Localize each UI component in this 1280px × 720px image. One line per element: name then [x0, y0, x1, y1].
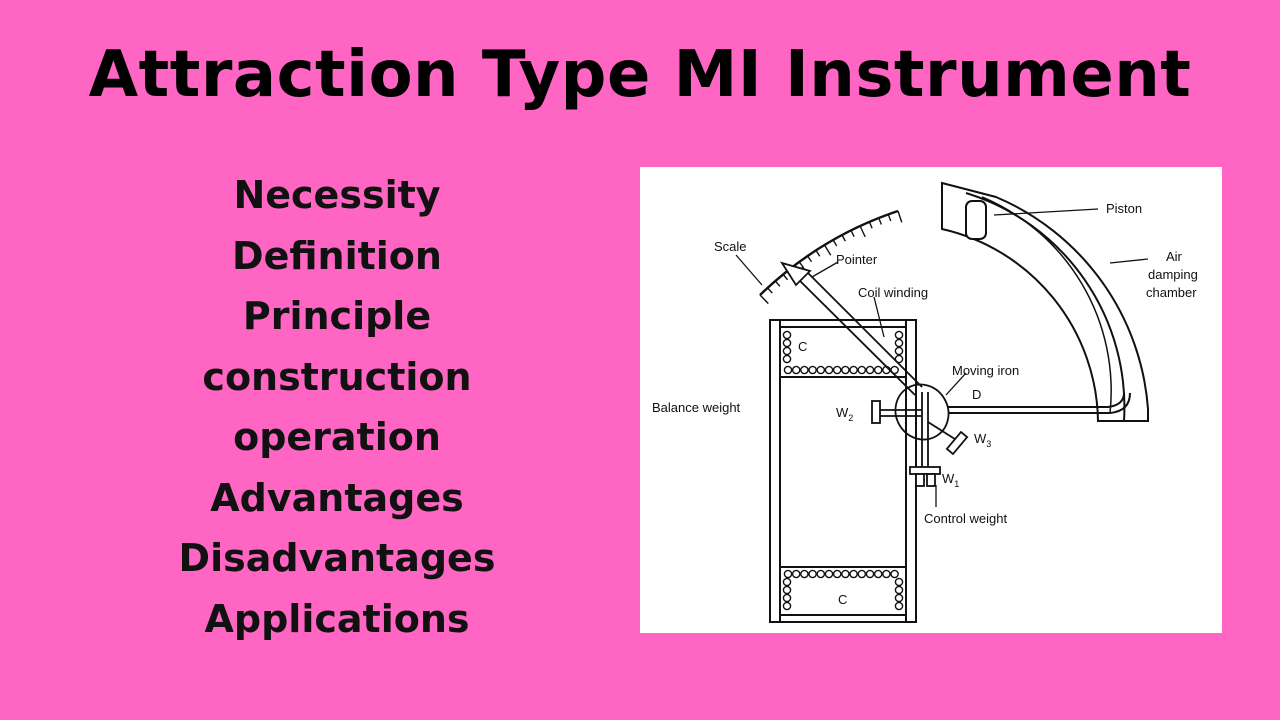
- label-control-weight: Control weight: [924, 511, 1007, 526]
- top-coil-winding: [782, 330, 904, 375]
- label-c-top: C: [798, 339, 807, 354]
- bottom-coil-box: [779, 566, 907, 616]
- left-frame-post: [769, 319, 781, 623]
- topic-item: construction: [202, 354, 472, 399]
- topic-item: operation: [233, 415, 441, 459]
- topic-item: Principle: [242, 294, 432, 338]
- topic-item: Applications: [204, 596, 470, 641]
- bottom-coil-winding: [782, 569, 904, 611]
- pointer: [779, 261, 923, 396]
- w2-weight: [871, 400, 922, 424]
- label-chamber: chamber: [1146, 285, 1197, 300]
- label-w1: W1: [942, 471, 959, 489]
- label-damping: damping: [1148, 267, 1198, 282]
- page-title: Attraction Type MI Instrument: [88, 38, 1192, 112]
- w3-weight: [927, 421, 969, 456]
- piston: [965, 200, 987, 240]
- label-balance-weight: Balance weight: [652, 400, 741, 415]
- topic-item: Disadvantages: [178, 536, 496, 580]
- topic-item: Definition: [232, 233, 442, 278]
- label-air: Air: [1166, 249, 1183, 264]
- label-moving-iron: Moving iron: [952, 363, 1019, 378]
- diagram-svg: Scale Pointer Coil winding Piston Air da…: [652, 181, 1198, 623]
- label-pointer: Pointer: [836, 252, 878, 267]
- top-coil-box: [779, 326, 907, 378]
- moving-iron-disc: [894, 383, 950, 441]
- label-d: D: [972, 387, 981, 402]
- leader-lines: [735, 208, 1149, 507]
- label-scale: Scale: [714, 239, 747, 254]
- mi-instrument-diagram: Scale Pointer Coil winding Piston Air da…: [640, 167, 1222, 633]
- topic-list: Necessity Definition Principle construct…: [150, 172, 524, 656]
- topic-item: Advantages: [210, 475, 464, 520]
- label-coil-winding: Coil winding: [858, 285, 928, 300]
- w1-weight: [909, 466, 941, 487]
- label-w3: W3: [974, 431, 991, 449]
- label-piston: Piston: [1106, 201, 1142, 216]
- scale-ticks: [759, 210, 903, 305]
- label-c-bottom: C: [838, 592, 847, 607]
- label-w2: W2: [836, 405, 853, 423]
- topic-item: Necessity: [233, 173, 441, 217]
